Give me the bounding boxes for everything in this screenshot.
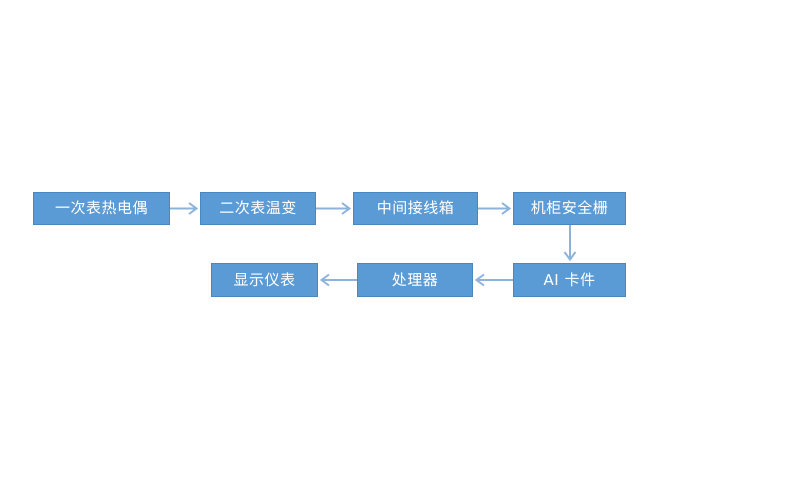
node-label: AI 卡件 (543, 270, 596, 289)
node-ai-card[interactable]: AI 卡件 (513, 263, 626, 297)
edge-processor-to-display-meter (319, 273, 357, 287)
node-junction-box[interactable]: 中间接线箱 (353, 192, 478, 225)
node-label: 一次表热电偶 (54, 199, 148, 217)
node-processor[interactable]: 处理器 (357, 263, 473, 297)
node-primary-thermocouple[interactable]: 一次表热电偶 (33, 192, 170, 225)
edge-junction-box-to-cabinet-barrier (478, 202, 512, 215)
edge-ai-card-to-processor (474, 273, 513, 287)
node-label: 二次表温变 (219, 199, 297, 217)
edge-secondary-transmitter-to-junction-box (316, 202, 352, 215)
node-cabinet-barrier[interactable]: 机柜安全栅 (513, 192, 626, 225)
node-secondary-transmitter[interactable]: 二次表温变 (200, 192, 316, 225)
node-label: 中间接线箱 (376, 199, 455, 217)
edge-primary-thermocouple-to-secondary-transmitter (170, 202, 199, 215)
edge-cabinet-barrier-to-ai-card (563, 225, 577, 262)
node-label: 处理器 (391, 270, 439, 289)
node-display-meter[interactable]: 显示仪表 (211, 263, 318, 297)
node-label: 显示仪表 (233, 270, 296, 289)
node-label: 机柜安全栅 (530, 199, 609, 217)
